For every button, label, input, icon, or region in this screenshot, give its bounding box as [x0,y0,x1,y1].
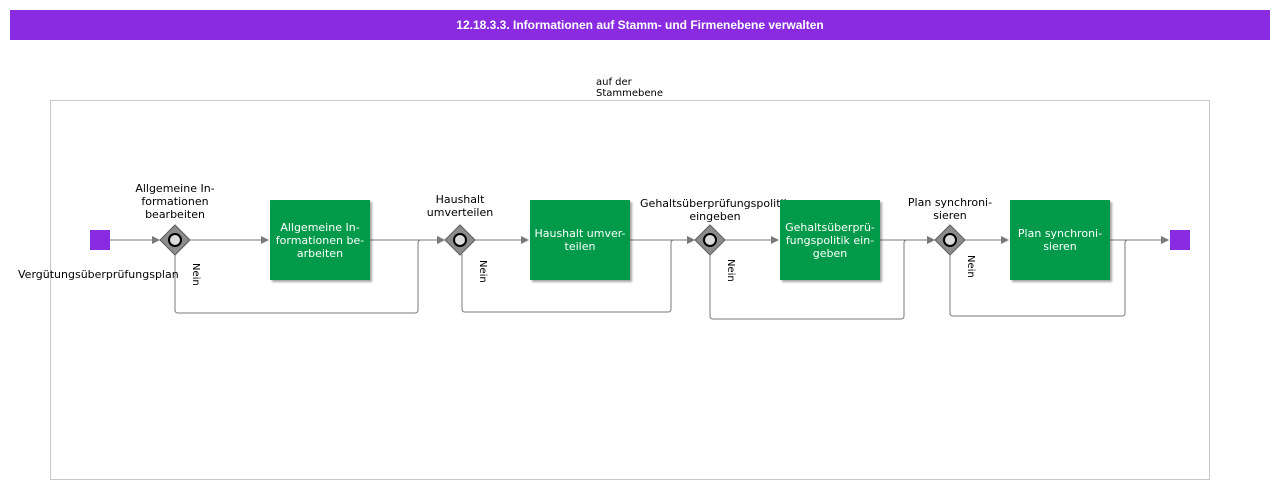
gateway-1-no-label: Nein [190,263,201,286]
gateway-2[interactable] [444,224,476,256]
task-4[interactable]: Plan synchroni- sieren [1010,200,1110,280]
gateway-3-label-line1: Gehaltsüberprüfungspolitik [640,197,790,210]
gateway-1-label-line3: bearbeiten [145,208,205,221]
task-2-label-line2: teilen [564,240,596,253]
gateway-3-label-line2: eingeben [689,210,741,223]
task-3-label-line2: fungspolitik ein- [785,233,875,247]
gateway-3[interactable] [694,224,726,256]
gateway-1-label-line1: Allgemeine In- [135,182,215,195]
flow-gateway4-nein-bypass [949,236,1169,317]
gateway-1[interactable] [159,224,191,256]
process-pool [50,100,1210,480]
end-event[interactable] [1170,230,1190,250]
gateway-1-label-line2: formationen [141,195,209,208]
gateway-4-label-line1: Plan synchroni- [907,196,993,209]
task-4-label-line2: sieren [1043,240,1077,253]
gateway-2-label: Haushalt umverteilen [400,193,520,219]
gateway-3-label: Gehaltsüberprüfungspolitik eingeben [635,197,795,223]
gateway-3-no-label: Nein [725,259,736,282]
gateway-1-label: Allgemeine In- formationen bearbeiten [115,182,235,221]
task-1-label-line3: arbeiten [296,246,344,260]
diagram-title-bar: 12.18.3.3. Informationen auf Stamm- und … [10,10,1270,40]
gateway-4-no-label: Nein [965,255,976,278]
gateway-4[interactable] [934,224,966,256]
pool-label: auf der Stammebene [596,77,716,99]
flow-gateway1-nein-bypass [174,236,445,314]
gateway-2-label-line1: Haushalt [435,193,485,206]
task-2[interactable]: Haushalt umver- teilen [530,200,630,280]
gateway-2-no-label: Nein [477,260,488,283]
start-event[interactable] [90,230,110,250]
flow-gateway3-nein-bypass [709,236,935,320]
diagram-title: 12.18.3.3. Informationen auf Stamm- und … [456,18,824,32]
task-2-label-line1: Haushalt umver- [534,227,626,240]
task-1-label-line1: Allgemeine In- [280,220,360,234]
task-3[interactable]: Gehaltsüberprü- fungspolitik ein- geben [780,200,880,280]
start-event-label: Vergütungsüberprüfungsplan [18,268,179,281]
gateway-2-label-line2: umverteilen [426,206,494,219]
task-1-label-line2: formationen be- [275,233,365,247]
task-3-label-line1: Gehaltsüberprü- [785,220,875,234]
task-4-label-line1: Plan synchroni- [1017,227,1103,240]
pool-label-line2: Stammebene [596,88,664,99]
gateway-4-label-line2: sieren [933,209,967,222]
gateway-4-label: Plan synchroni- sieren [890,196,1010,222]
task-3-label-line3: geben [812,246,848,260]
pool-label-line1: auf der [596,77,632,88]
flow-gateway2-nein-bypass [461,236,695,313]
task-1[interactable]: Allgemeine In- formationen be- arbeiten [270,200,370,280]
